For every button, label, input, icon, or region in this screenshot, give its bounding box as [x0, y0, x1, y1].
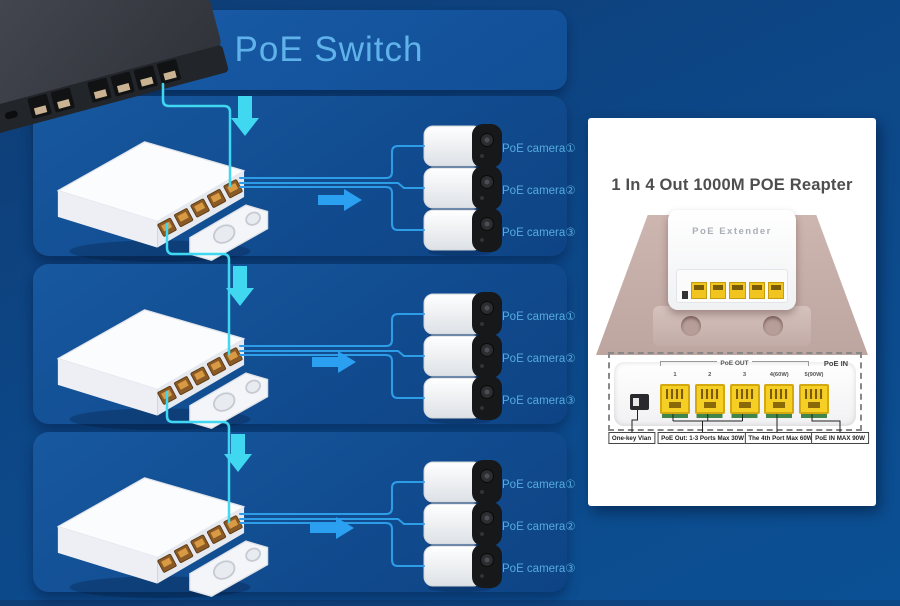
device-port-strip — [676, 269, 788, 303]
closeup-ports-row — [660, 384, 829, 414]
port-numbers: 1 2 3 4(60W) 5(90W) — [660, 372, 829, 378]
rj45-port-icon — [767, 282, 785, 299]
product-title: 1 In 4 Out 1000M POE Reapter — [611, 176, 853, 194]
rj45-port-icon — [748, 282, 765, 299]
poe-switch-illustration — [0, 0, 270, 195]
poe-camera-illustration — [420, 458, 506, 508]
camera-label: PoE camera① — [502, 143, 576, 155]
port-number: 3 — [742, 372, 747, 378]
bracket-line — [751, 361, 810, 366]
rj45-port-icon — [799, 384, 829, 414]
switch-reset-hole-icon — [4, 110, 18, 120]
poe-extender-illustration — [38, 456, 273, 601]
switch-ports-icon — [27, 59, 181, 119]
port-number: 2 — [708, 372, 712, 378]
dip-switch-icon — [682, 291, 688, 299]
camera-label: PoE camera① — [502, 479, 576, 491]
camera-label: PoE camera③ — [502, 395, 576, 407]
camera-label: PoE camera① — [502, 311, 576, 323]
rj45-port-icon — [764, 384, 795, 414]
callout-one-key-vlan: One-key Vlan — [607, 432, 656, 444]
poe-out-label: PoE OUT — [720, 360, 749, 367]
poe-extender-illustration — [38, 120, 273, 265]
extender-product-photo: PoE Extender PoE OUT PoE IN — [668, 210, 796, 310]
camera-label: PoE camera② — [502, 521, 576, 533]
bracket-line — [660, 361, 718, 366]
camera-label: PoE camera② — [502, 185, 576, 197]
poe-out-bracket: PoE OUT — [660, 360, 810, 367]
camera-label: PoE camera③ — [502, 563, 576, 575]
product-panel: 1 In 4 Out 1000M POE Reapter PoE Extende… — [588, 118, 876, 506]
extender-ports-icon — [157, 515, 243, 573]
port-number: 4(60W) — [769, 372, 789, 378]
rj45-port-icon — [694, 384, 725, 414]
poe-camera-illustration — [420, 374, 506, 424]
rj45-port-icon — [729, 384, 760, 414]
callout-poe-in: PoE IN MAX 90W — [811, 432, 869, 444]
mounting-bracket — [653, 306, 811, 346]
poe-in-label: PoE IN — [823, 359, 849, 368]
pcb-strip — [662, 414, 834, 418]
device-label: PoE Extender — [692, 226, 772, 237]
extender-ports-icon — [157, 179, 243, 237]
rj45-port-icon — [729, 282, 746, 299]
vlan-dip-switch-icon — [630, 394, 649, 410]
rj45-port-icon — [690, 282, 708, 299]
poe-extender-illustration — [38, 288, 273, 433]
rj45-port-icon — [710, 282, 727, 299]
camera-label: PoE camera③ — [502, 227, 576, 239]
poe-camera-illustration — [420, 542, 506, 592]
banner-title: PoE Switch — [234, 30, 424, 69]
ports-closeup: PoE OUT PoE IN 1 2 3 4(60W) 5(90W) — [608, 352, 862, 431]
camera-label: PoE camera② — [502, 353, 576, 365]
callout-poe-out: PoE Out: 1-3 Ports Max 30W — [657, 432, 748, 444]
callout-4th-port: The 4th Port Max 60W — [744, 432, 817, 444]
rj45-port-icon — [660, 384, 690, 414]
port-number: 5(90W) — [804, 372, 824, 378]
poe-camera-illustration — [420, 206, 506, 256]
port-number: 1 — [673, 372, 677, 378]
